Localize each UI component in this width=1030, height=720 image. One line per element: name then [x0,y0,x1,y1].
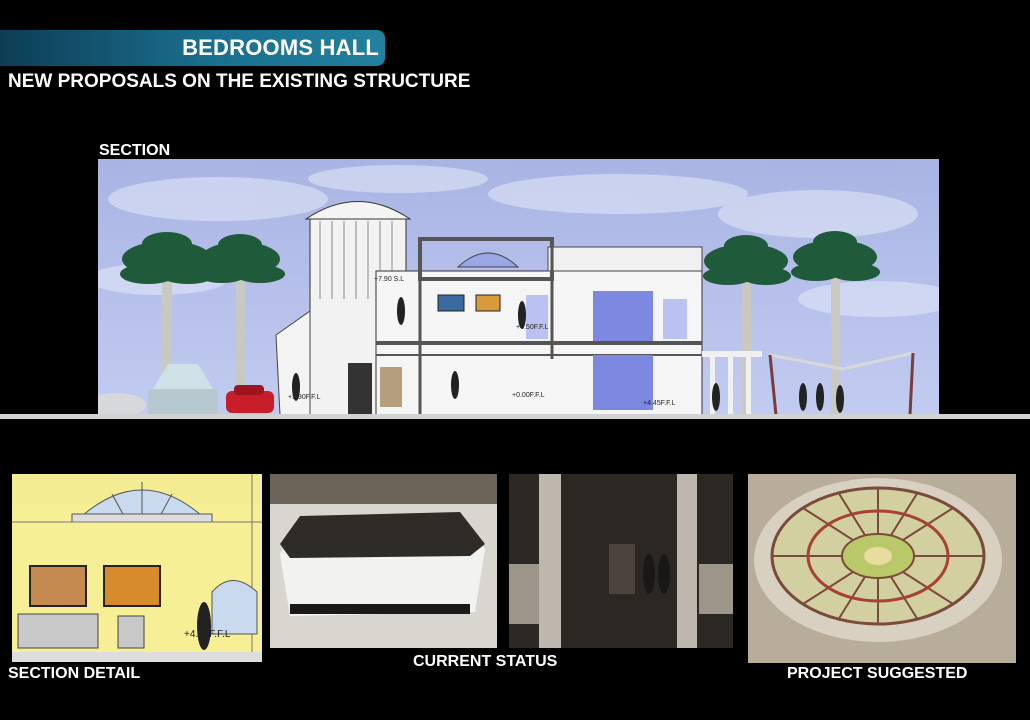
page-title: BEDROOMS HALL [182,35,379,60]
page-subtitle: NEW PROPOSALS ON THE EXISTING STRUCTURE [8,71,471,92]
project-suggested-label: PROJECT SUGGESTED [787,665,968,682]
ground-line [0,414,1030,419]
level-label: +7.90 S.L [374,276,404,283]
palm-tree-left-1 [120,232,216,415]
project-suggested-dome-photo [748,474,1016,663]
section-detail-image: +4.50F.F.L [12,474,262,662]
palm-tree-left-2 [197,234,285,415]
section-detail-label: SECTION DETAIL [8,665,141,682]
level-label: +3.90F.F.L [288,394,321,401]
section-drawing: +7.90 S.L +4.50F.F.L +3.90F.F.L +4.45F.F… [98,159,939,415]
level-label: +0.00F.F.L [512,392,545,399]
section-label: SECTION [99,142,171,159]
current-status-interior-photo [509,474,733,648]
palm-tree-right-1 [703,235,791,415]
level-label: +4.45F.F.L [643,400,676,407]
palm-tree-right-2 [791,231,880,415]
current-status-roof-photo [270,474,497,648]
detail-level-label: +4.50F.F.L [184,629,231,640]
title-banner: BEDROOMS HALL [0,30,385,66]
level-label: +4.50F.F.L [516,324,549,331]
building-section [275,201,915,415]
current-status-label: CURRENT STATUS [413,653,558,670]
